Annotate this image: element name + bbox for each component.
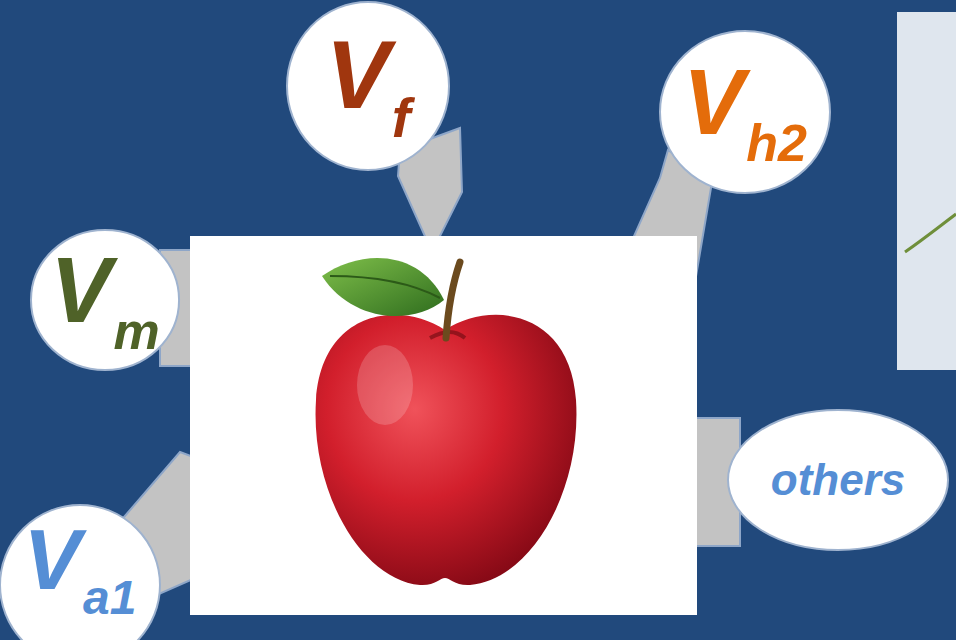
callout-bubble: Vh2 [659, 30, 831, 194]
apple-illustration [316, 258, 577, 585]
partial-photo [897, 12, 956, 370]
symbol-label: Vm [50, 244, 160, 357]
symbol-label: others [771, 458, 905, 502]
symbol-main: V [24, 516, 81, 602]
symbol-main: others [771, 458, 905, 502]
photo-stem [905, 214, 956, 252]
symbol-subscript: a1 [83, 574, 136, 622]
symbol-main: V [683, 56, 744, 148]
symbol-label: Va1 [24, 516, 137, 622]
symbol-subscript: h2 [746, 117, 807, 169]
picture-frame [190, 236, 697, 615]
callout-bubble: Vf [286, 1, 450, 171]
symbol-main: V [50, 244, 111, 336]
callout-bubble: Va1 [0, 504, 161, 640]
symbol-subscript: m [114, 305, 160, 357]
callout-bubble: others [727, 409, 949, 551]
symbol-label: Vf [326, 27, 411, 146]
callout-bubble: Vm [30, 229, 180, 371]
symbol-label: Vh2 [683, 56, 807, 169]
symbol-subscript: f [392, 90, 411, 146]
symbol-main: V [326, 27, 390, 123]
